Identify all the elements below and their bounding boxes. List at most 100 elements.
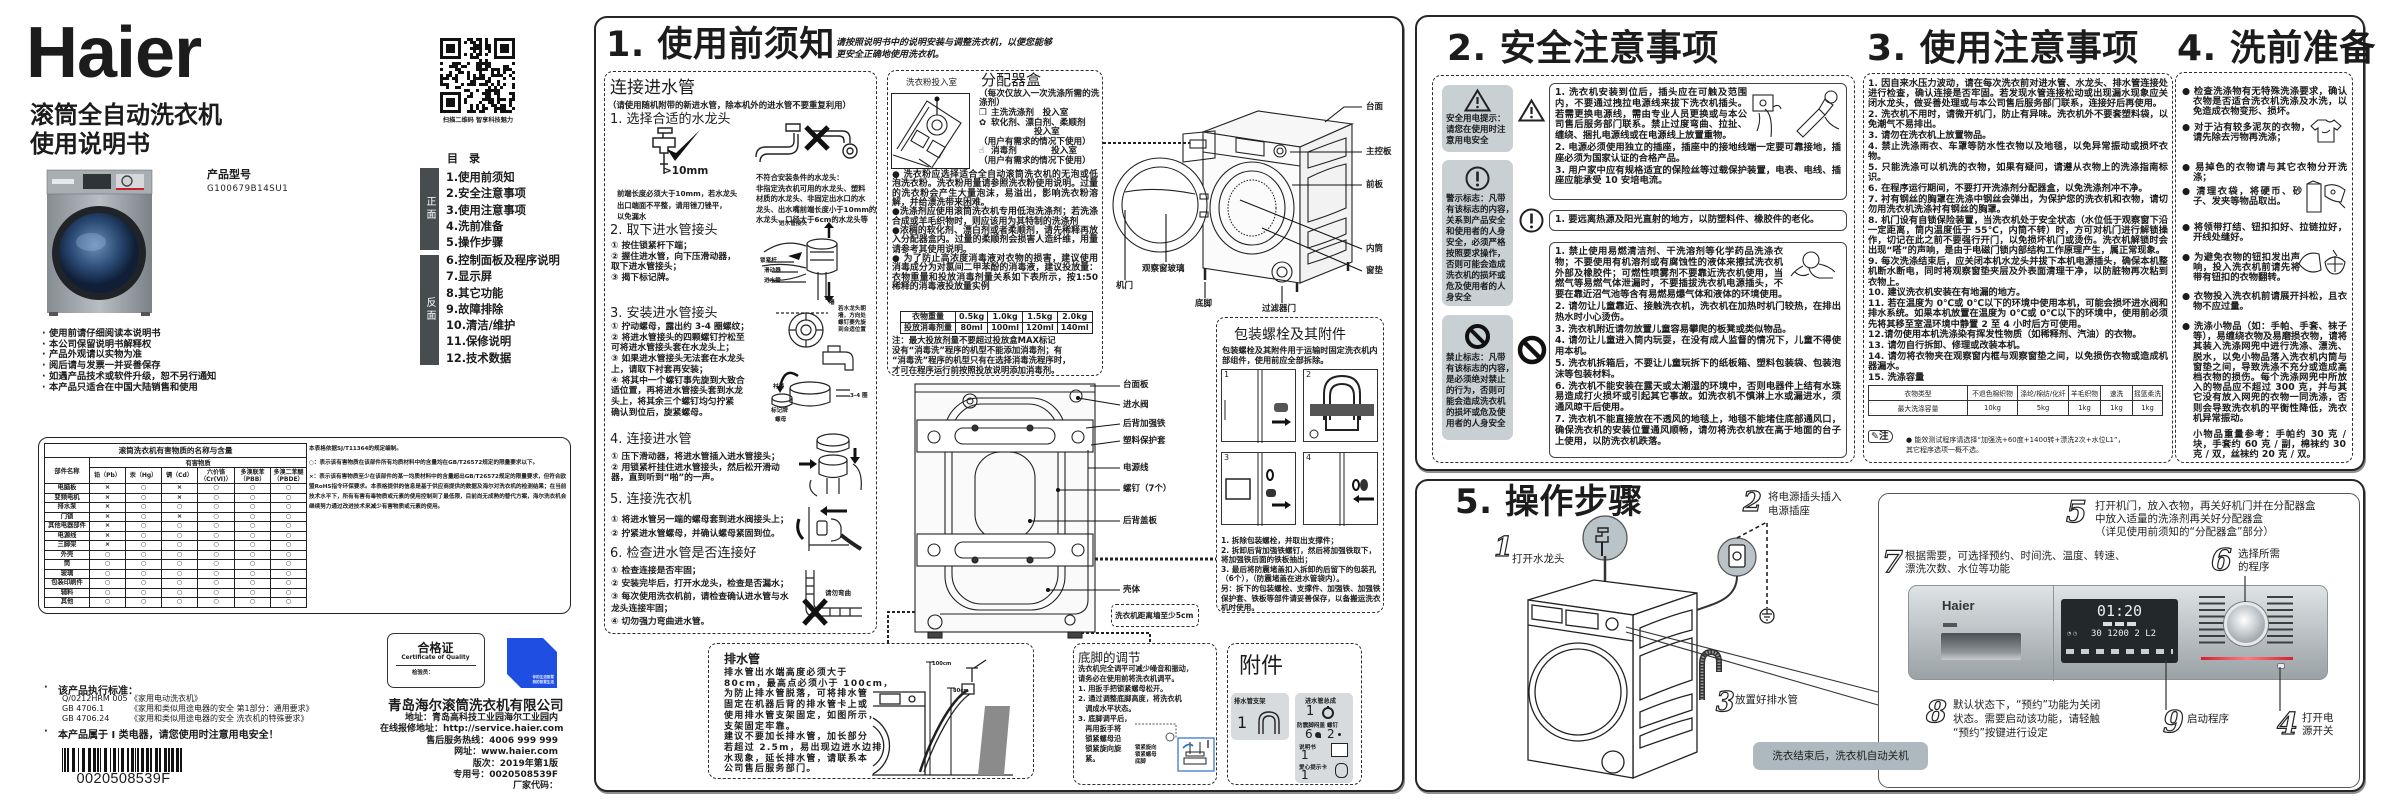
panel-number: 3 xyxy=(1224,453,1230,462)
part-name: 筒 xyxy=(44,559,90,570)
standards-title: 该产品执行标准： xyxy=(58,686,138,697)
bullet-dot: · xyxy=(42,370,46,382)
accessory-name: 说明书 xyxy=(1299,745,1316,751)
step-number: 9 xyxy=(2162,705,2184,740)
usage-note: 5. 只能洗涤可以机洗的衣物，如果有疑问，请遵从衣物上的洗涤指南标识。 xyxy=(1868,162,2168,184)
hazard-cell-pbde: ○ xyxy=(269,540,308,551)
disinfectant-header-cell: 1.0kg xyxy=(987,311,1023,323)
step-text-line: 放置好排水管 xyxy=(1735,694,1798,706)
cover-note-text: 本公司保留说明书解释权 xyxy=(49,338,152,350)
step-install-connector-title: 3. 安装进水管接头 xyxy=(610,306,718,321)
compartment-name: ✿软化剂、漂白剂、柔顺剂 xyxy=(979,117,1091,129)
capacity-value-cell: 5kg xyxy=(2017,400,2069,417)
step-number: 3 xyxy=(1715,687,1735,718)
hazard-cell-cd: ○ xyxy=(161,502,198,513)
inlet-hose-note: （请使用随机附带的新进水管，除本机外的进水管不要重复利用） xyxy=(608,100,851,110)
prohibition-icon xyxy=(1465,324,1490,349)
hazard-cell-pbb: ○ xyxy=(234,492,271,503)
packaging-step-panel-2: 2 xyxy=(1303,369,1378,442)
function-button-row[interactable] xyxy=(2066,649,2173,654)
capacity-value-cell: 1kg xyxy=(2100,400,2133,417)
compartment-icon: ✿ xyxy=(979,117,987,128)
toc-item: 11.保修说明 xyxy=(446,335,512,349)
caption-line: 以免漏水 xyxy=(617,212,647,222)
display-indicator-row xyxy=(2103,622,2137,626)
detergent-drawer[interactable] xyxy=(1941,633,2021,660)
packaging-step: 2. 拆卸后背加强铁螺钉，然后将加强铁取下，将加强铁后面的铁板抽出； xyxy=(1221,545,1377,565)
drain-text-line: 固定在机器后背的排水管卡上或 xyxy=(724,700,869,711)
safety-rule: 5. 洗衣机拆箱后，不要让儿童玩拆下的纸板箱、塑料包装袋、包装泡沫等包装材料。 xyxy=(1555,357,1841,380)
step-line: ① 将进水管另一端的螺母套到进水阀接头上； xyxy=(611,515,789,525)
hazard-cell-cr6: ○ xyxy=(197,559,235,570)
label-screws: 螺钉（7个） xyxy=(1123,484,1172,494)
hazard-row: 包装印刷件○○○○○○ xyxy=(44,578,308,589)
note-badge: ✎注 xyxy=(1868,430,1894,444)
part-name-header: 部件名称 xyxy=(44,457,90,484)
accessory-name: 爱心提示卡 xyxy=(1299,765,1327,771)
drain-text-line: 排水管出水端高度必须大于 xyxy=(724,668,848,678)
display-time: 01:20 xyxy=(2096,602,2143,620)
hazard-table-title: 滚筒洗衣机有害物质的名称与含量 xyxy=(43,443,308,458)
warning-triangle-icon xyxy=(1517,98,1546,122)
hazard-cell-pbde: ○ xyxy=(269,549,308,560)
x-mark-icon xyxy=(802,598,828,626)
pocket-items-icon xyxy=(2306,180,2346,213)
electrical-safety-rules: 1. 洗衣机安装到位后，插头应在可触及范围内，不要通过拽拉电源线来拔下洗衣机插头… xyxy=(1549,83,1847,200)
section-safety-usage-prep xyxy=(1415,15,2365,471)
plug-drawing xyxy=(1752,90,1840,138)
disinfectant-dose-cell: 100ml xyxy=(987,322,1023,334)
anti-vibration-cap-icon xyxy=(1315,732,1321,738)
foot-label: 底脚 xyxy=(1135,759,1146,765)
panel-divider xyxy=(2053,586,2054,681)
step-place-drain-hose: 放置好排水管 xyxy=(1735,694,1798,707)
hazard-row: 玻璃○○○○○○ xyxy=(44,568,308,579)
tag-label: 标记牌 xyxy=(771,408,788,414)
hazard-cell-pbde: ○ xyxy=(269,483,308,494)
connect-washer-illustration xyxy=(796,506,863,551)
legend-prohibition-sign: 禁止标志：凡带有该标志的内容，是必须绝对禁止的行为，否则可能会造成洗衣机的损坏或… xyxy=(1442,315,1514,440)
plug-socket-illustration xyxy=(1752,90,1840,138)
hazard-cell-cr6: ○ xyxy=(197,530,235,541)
step-number: 6 xyxy=(2210,543,2232,578)
usage-note: 12.请勿使用本机洗涤染有挥发性物质（如稀释剂、汽油）的衣物。 xyxy=(1868,329,2142,341)
substance-header: 有害物质 xyxy=(88,457,308,468)
step-text-line: 漂洗次数、水位等功能 xyxy=(1905,563,2010,575)
insert-plug-icon xyxy=(1339,453,1374,526)
hazard-cell-pbb: ○ xyxy=(234,521,271,532)
safety-rule: 3. 用户家中应有规格适宜的保险丝等过载保护装置，电表、电线、插座应能承受 10… xyxy=(1555,164,1841,187)
hazard-cell-cd: ○ xyxy=(161,578,198,589)
drawer-label-mark xyxy=(1943,623,1957,627)
safety-rule: 2. 请勿让儿童靠近、接触洗衣机，洗衣机在加热时机门较热，在排出热水时小心烫伤。 xyxy=(1555,300,1841,323)
step-line: 头上，将其余三个螺钉均匀拧紧 xyxy=(611,396,735,407)
hazard-cell-pbde: ○ xyxy=(269,492,308,503)
safety-rule: 4. 请勿让儿童进入筒内玩耍，在没有成人监督的情况下，儿童不得使用本机。 xyxy=(1555,335,1841,358)
drain-text-line: 使用排水管支架固定，如图所示， xyxy=(724,710,879,721)
usage-note: 7. 衬有钢丝的胸罩在洗涤中钢丝会弹出，为保护您的洗衣机和衣物，请切勿用洗衣机洗… xyxy=(1868,193,2168,215)
power-button[interactable] xyxy=(2277,663,2285,669)
feet-text-line: 调成水平状态。 xyxy=(1078,704,1136,713)
legend-line: 请您在使用时注 xyxy=(1446,125,1506,135)
usage-note: 6. 在程序运行期间，不要打开洗涤剂分配器盒，以免洗涤剂冲不净。 xyxy=(1868,183,2148,194)
caption-line: 水龙头、口径大于6cm的水龙头等 xyxy=(756,215,868,224)
haier-logo: Haier xyxy=(26,17,202,89)
front-view-illustration xyxy=(1112,106,1363,303)
hazard-cell-hg: ○ xyxy=(125,540,162,551)
feet-text-line: 2. 通过调整底脚高度，将洗衣机 xyxy=(1078,694,1182,703)
section3-title: 3. 使用注意事项 xyxy=(1867,28,2139,69)
leader-lines xyxy=(1030,385,1121,591)
connect-hose-illustration xyxy=(799,433,862,497)
pre-wash-panel xyxy=(2175,72,2353,463)
slider-label: 滑动器 xyxy=(764,268,781,274)
bullet-dot: · xyxy=(42,328,46,339)
company-info-line: 地址：青岛高科技工业园海尔工业园内 xyxy=(404,713,558,723)
hazard-cell-cr6: ○ xyxy=(197,492,235,503)
hazard-table-body: 电脑板×○×○○○变频电机×○×○○○排水泵×○○○○○门锁×○×○○○其他电器… xyxy=(44,483,308,608)
program-selector-knob[interactable] xyxy=(2224,602,2268,646)
cover-note-text: 产品外观请以实物为准 xyxy=(49,349,142,361)
dispenser-drawer-illustration xyxy=(891,93,970,170)
capacity-value-cell: 1kg xyxy=(2068,400,2101,417)
faucet-ok-caption: 前端长度必须大于10mm，若水龙头出口端面不平整，请用锉刀锉平，以免漏水 xyxy=(617,188,737,223)
usage-note: 2. 洗衣机不用时，请微开机门，防止有异味。洗衣机外不要套塑料袋，以免潮气不易排… xyxy=(1868,109,2168,131)
faucet-length-label: >10mm xyxy=(663,165,709,177)
capacity-value-cell: 1kg xyxy=(2132,400,2163,417)
